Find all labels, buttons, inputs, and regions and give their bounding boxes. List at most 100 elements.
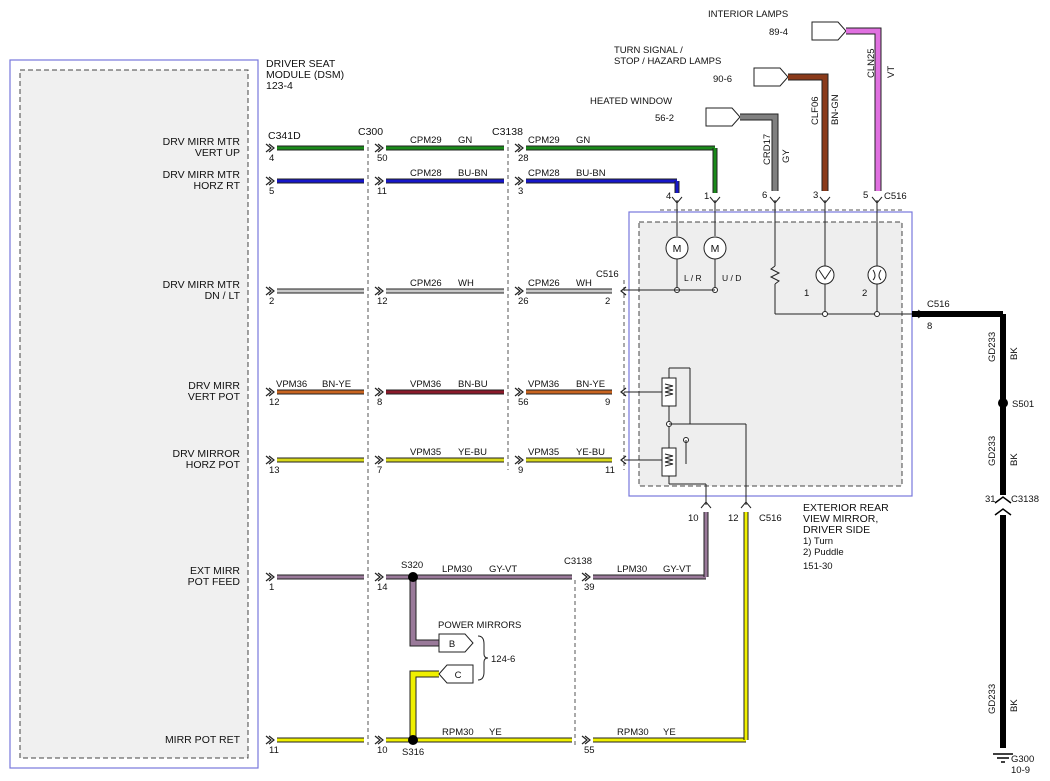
circuit-id-pre: VPM36 xyxy=(276,379,307,390)
connector-pin-icon xyxy=(514,176,524,186)
pin-dsm: 4 xyxy=(269,153,274,164)
mirror-opt-1: 1) Turn xyxy=(803,536,833,547)
s320-splice xyxy=(408,572,418,582)
connector-pin-icon xyxy=(265,455,275,465)
circuit-label-l1: DRV MIRR MTR xyxy=(163,136,241,148)
pin-c3138: 26 xyxy=(518,296,529,307)
ground-color-2: BK xyxy=(1009,453,1020,466)
s316-label: S316 xyxy=(402,747,424,758)
motor-lr-label: M xyxy=(673,243,682,255)
circuit-color-a: YE xyxy=(489,727,502,738)
c300-label: C300 xyxy=(358,126,383,138)
feed-turn-title-1: TURN SIGNAL / xyxy=(614,45,683,56)
pin-c516: 11 xyxy=(605,465,615,476)
pin-c300: 14 xyxy=(377,582,388,593)
s501-label: S501 xyxy=(1012,399,1034,410)
ground-circuit-3: GD233 xyxy=(987,684,998,714)
feed-interior-title: INTERIOR LAMPS xyxy=(708,9,788,20)
feed-turn-title-2: STOP / HAZARD LAMPS xyxy=(614,56,721,67)
connector-pin-icon xyxy=(374,387,384,397)
circuit-id-a: VPM36 xyxy=(410,379,441,390)
pin-c3138: 9 xyxy=(518,465,523,476)
connector-pin-icon xyxy=(374,143,384,153)
turn-signal-connector xyxy=(753,67,789,87)
connector-pin-icon xyxy=(265,387,275,397)
horz-potentiometer xyxy=(661,447,706,485)
pin-dsm: 11 xyxy=(269,745,279,756)
circuit-label-l2: HORZ POT xyxy=(186,459,241,471)
feed-turn-circuit: CLF06 xyxy=(810,96,821,125)
pin-c516: 9 xyxy=(605,397,610,408)
dsm-inner xyxy=(19,69,249,759)
circuit-id-a: CPM28 xyxy=(410,168,442,179)
dsm-ref: 123-4 xyxy=(266,80,293,92)
feed-turn-pin: 3 xyxy=(813,190,818,201)
circuit-label-l2: POT FEED xyxy=(188,576,241,588)
connector-pin-icon xyxy=(514,143,524,153)
pin-c3138: 55 xyxy=(584,745,595,756)
connector-pin-icon xyxy=(374,455,384,465)
pin-dsm: 13 xyxy=(269,465,280,476)
s316-splice xyxy=(408,735,418,745)
circuit-id-a: LPM30 xyxy=(442,564,472,575)
feed-interior-ref: 89-4 xyxy=(769,27,788,38)
connector-c-label: C xyxy=(455,670,462,681)
connector-pin-icon xyxy=(265,735,275,745)
pin-c300: 50 xyxy=(377,153,388,164)
circuit-id-b: CPM26 xyxy=(528,278,560,289)
pin-c3138: 28 xyxy=(518,153,529,164)
connector-b xyxy=(438,633,474,653)
c516-top-label: C516 xyxy=(884,191,907,202)
ground-c3138-label: C3138 xyxy=(1011,494,1039,505)
lamp-1-label: 1 xyxy=(804,288,809,299)
feed-interior-lamps: INTERIOR LAMPS 89-4 CLN25 VT 5 C516 xyxy=(708,9,907,202)
connector-pin-icon xyxy=(265,143,275,153)
feed-interior-color: VT xyxy=(886,66,897,78)
feed-turn-signal: TURN SIGNAL / STOP / HAZARD LAMPS 90-6 C… xyxy=(614,45,841,201)
heated-window-connector xyxy=(705,107,741,127)
circuit-color-pre: BN-YE xyxy=(322,379,351,390)
ground-circuit: C516 8 GD233 BK S501 GD233 BK 31 C3138 G… xyxy=(912,299,1039,776)
interior-lamps-connector xyxy=(811,21,847,41)
circuit-color-b: BU-BN xyxy=(576,168,606,179)
feed-heated-ref: 56-2 xyxy=(655,113,674,124)
pin-c300: 7 xyxy=(377,465,382,476)
pin-c516: 4 xyxy=(666,191,671,202)
circuit-label-l1: DRV MIRR xyxy=(188,380,240,392)
s320-label: S320 xyxy=(401,560,423,571)
circuit-label-l1: DRV MIRROR xyxy=(173,448,241,460)
feed-turn-ref: 90-6 xyxy=(713,74,732,85)
circuit-color-b: YE xyxy=(663,727,676,738)
circuit-color-b: GY-VT xyxy=(663,564,691,575)
circuit-id-b: VPM35 xyxy=(528,447,559,458)
c516-lower-label: C516 xyxy=(759,513,782,524)
pin-dsm: 1 xyxy=(269,582,274,593)
circuit-label-l2: VERT UP xyxy=(195,147,240,159)
feed-heated-color: GY xyxy=(781,149,792,163)
pin-c300: 8 xyxy=(377,397,382,408)
feed-heated-window: HEATED WINDOW 56-2 CRD17 GY 6 xyxy=(590,96,792,201)
mirror-opt-2: 2) Puddle xyxy=(803,547,844,558)
feed-turn-color: BN-GN xyxy=(830,94,841,125)
connector-pin-icon xyxy=(265,176,275,186)
circuit-color-b: WH xyxy=(576,278,592,289)
motor-ud-label: M xyxy=(711,243,720,255)
power-mirrors-label: POWER MIRRORS xyxy=(438,620,521,631)
pin-c300: 11 xyxy=(377,186,387,197)
connector-c xyxy=(438,664,474,684)
heater-element xyxy=(769,200,781,314)
pin-c3138: 56 xyxy=(518,397,529,408)
circuit-color-a: BU-BN xyxy=(458,168,488,179)
connector-pin-icon xyxy=(620,286,627,296)
c3138-label: C3138 xyxy=(492,126,523,138)
pin-c516: 12 xyxy=(728,513,739,524)
connector-pin-icon xyxy=(265,572,275,582)
connector-pin-icon xyxy=(620,387,627,397)
connector-pin-icon xyxy=(374,735,384,745)
circuit-color-b: YE-BU xyxy=(576,447,605,458)
connector-pin-icon xyxy=(581,572,591,582)
circuit-id-b: RPM30 xyxy=(617,727,649,738)
g300-ref: 10-9 xyxy=(1011,765,1030,776)
pin-c516: 10 xyxy=(688,513,699,524)
pin-c3138: 3 xyxy=(518,186,523,197)
